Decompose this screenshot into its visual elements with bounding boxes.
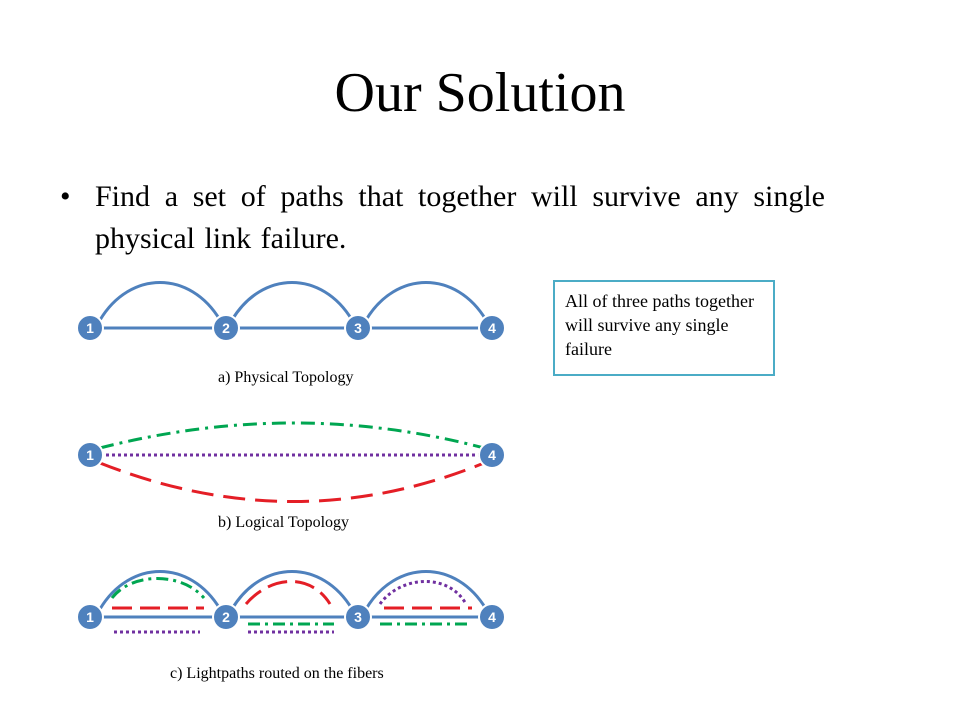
node-4: 4 [478, 314, 506, 342]
bullet-icon: • [60, 180, 71, 213]
node-label: 1 [86, 447, 94, 463]
purple-segment-arc-3-4 [378, 580, 468, 605]
node-1: 1 [76, 314, 104, 342]
caption-physical-topology: a) Physical Topology [218, 369, 354, 386]
logical-topology: 1 4 [76, 421, 506, 503]
node-1: 1 [76, 441, 104, 469]
lightpath-green [99, 421, 485, 450]
node-label: 3 [354, 320, 362, 336]
node-label: 1 [86, 609, 94, 625]
fiber-arc-3-4 [364, 570, 488, 610]
red-segment-arc-2-3 [244, 580, 332, 605]
node-2: 2 [212, 314, 240, 342]
node-3: 3 [344, 314, 372, 342]
node-label: 2 [222, 320, 230, 336]
lightpath-routing: 1 2 3 4 [76, 570, 506, 634]
node-label: 1 [86, 320, 94, 336]
callout-box: All of three paths together will survive… [553, 280, 775, 376]
node-label: 3 [354, 609, 362, 625]
slide-title: Our Solution [334, 62, 626, 124]
node-label: 2 [222, 609, 230, 625]
node-label: 4 [488, 320, 496, 336]
node-3: 3 [344, 603, 372, 631]
fiber-arc-1-2 [98, 570, 222, 610]
caption-lightpath-routing: c) Lightpaths routed on the fibers [170, 665, 384, 682]
caption-logical-topology: b) Logical Topology [218, 514, 350, 531]
node-label: 4 [488, 609, 496, 625]
bullet-text: Find a set of paths that together will s… [95, 180, 825, 255]
fiber-arc-1-2 [98, 281, 222, 321]
node-4: 4 [478, 441, 506, 469]
node-4: 4 [478, 603, 506, 631]
lightpath-red [99, 461, 485, 503]
node-2: 2 [212, 603, 240, 631]
node-1: 1 [76, 603, 104, 631]
green-segment-arc-1-2 [110, 577, 206, 600]
physical-topology: 1 2 3 4 [76, 281, 506, 342]
fiber-arc-2-3 [230, 281, 354, 321]
fiber-arc-2-3 [230, 570, 354, 610]
fiber-arc-3-4 [364, 281, 488, 321]
node-label: 4 [488, 447, 496, 463]
